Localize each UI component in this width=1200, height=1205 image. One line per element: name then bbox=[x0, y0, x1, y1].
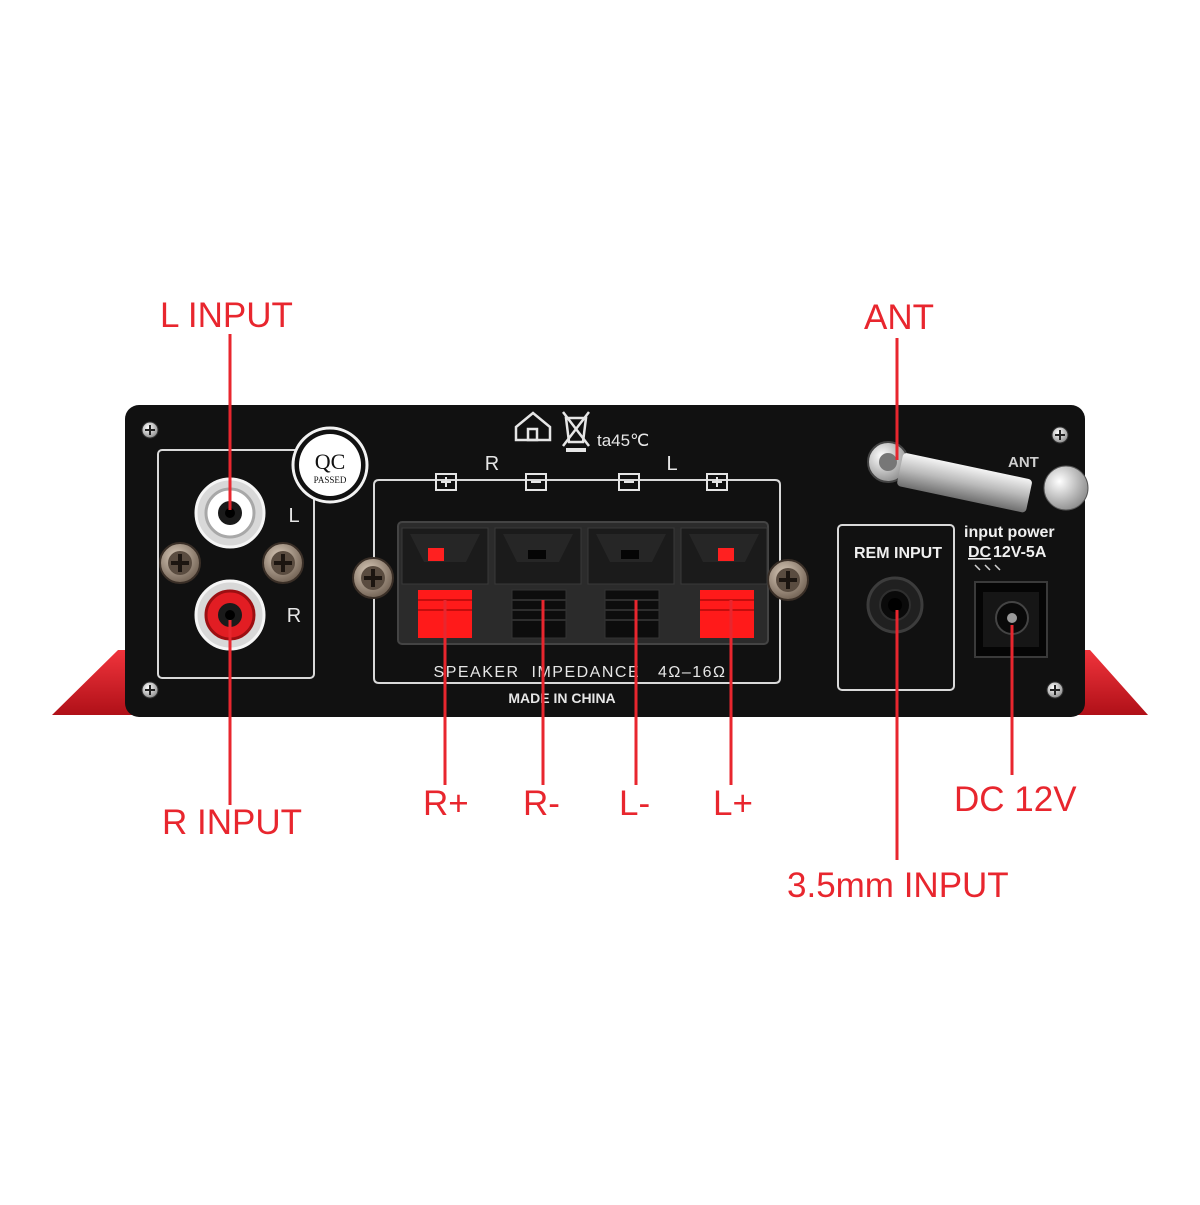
corner-screw-icon bbox=[141, 421, 159, 439]
remote-input-jack[interactable] bbox=[866, 576, 924, 634]
callout-l-input: L INPUT bbox=[160, 296, 293, 335]
temp-rating-label: ta45℃ bbox=[597, 431, 649, 450]
terminal-l-minus[interactable] bbox=[587, 527, 675, 639]
rca-r-label: R bbox=[287, 605, 301, 627]
rca-input-frame bbox=[157, 449, 315, 679]
polarity-minus-icon bbox=[525, 473, 547, 491]
callout-lines bbox=[228, 334, 1014, 860]
terminal-mount-screw-icon bbox=[351, 556, 395, 600]
terminal-r-minus[interactable] bbox=[494, 527, 582, 639]
terminal-mount-screw-icon bbox=[766, 558, 810, 602]
callout-l-plus: L+ bbox=[713, 784, 753, 823]
polarity-plus-icon bbox=[435, 473, 457, 491]
callout-r-input: R INPUT bbox=[162, 803, 302, 842]
callout-r-plus: R+ bbox=[423, 784, 469, 823]
antenna-print-label: ANT bbox=[1008, 454, 1039, 471]
input-power-label: input power bbox=[964, 524, 1055, 541]
corner-screw-icon bbox=[1051, 426, 1069, 444]
corner-screw-icon bbox=[1046, 681, 1064, 699]
terminal-l-plus[interactable] bbox=[680, 527, 768, 638]
rca-jack-right-red bbox=[194, 579, 266, 651]
qc-text: QC bbox=[315, 449, 346, 474]
channel-l-label: L bbox=[666, 453, 677, 475]
chassis-flange-left bbox=[52, 650, 140, 715]
callout-ant: ANT bbox=[864, 298, 934, 337]
callout-3-5mm-input: 3.5mm INPUT bbox=[787, 866, 1009, 905]
callout-l-minus: L- bbox=[619, 784, 651, 823]
rca-mount-screw-icon bbox=[158, 541, 202, 585]
power-rating-label: 12V-5A bbox=[993, 544, 1047, 561]
rca-jack-left-white bbox=[194, 477, 266, 549]
channel-r-label: R bbox=[485, 453, 499, 475]
indoor-use-icon bbox=[514, 411, 552, 442]
qc-passed-sticker: QC PASSED bbox=[291, 426, 369, 504]
power-dc-label: DC bbox=[968, 544, 992, 561]
made-in-label: MADE IN CHINA bbox=[508, 690, 615, 706]
callout-dc-12v: DC 12V bbox=[954, 780, 1077, 819]
callout-r-minus: R- bbox=[523, 784, 560, 823]
rem-input-label: REM INPUT bbox=[854, 545, 942, 562]
corner-screw-icon bbox=[141, 681, 159, 699]
speaker-impedance-label: SPEAKER IMPEDANCE 4Ω–16Ω bbox=[434, 664, 727, 681]
qc-passed-text: PASSED bbox=[314, 475, 347, 485]
dc-polarity-icon bbox=[974, 564, 1001, 571]
polarity-minus-icon bbox=[618, 473, 640, 491]
polarity-plus-icon bbox=[706, 473, 728, 491]
speaker-terminal-frame bbox=[373, 479, 781, 684]
rca-l-label: L bbox=[288, 505, 299, 527]
rca-mount-screw-icon bbox=[261, 541, 305, 585]
chassis-flange-right bbox=[1070, 650, 1148, 715]
weee-bin-icon bbox=[562, 411, 590, 452]
